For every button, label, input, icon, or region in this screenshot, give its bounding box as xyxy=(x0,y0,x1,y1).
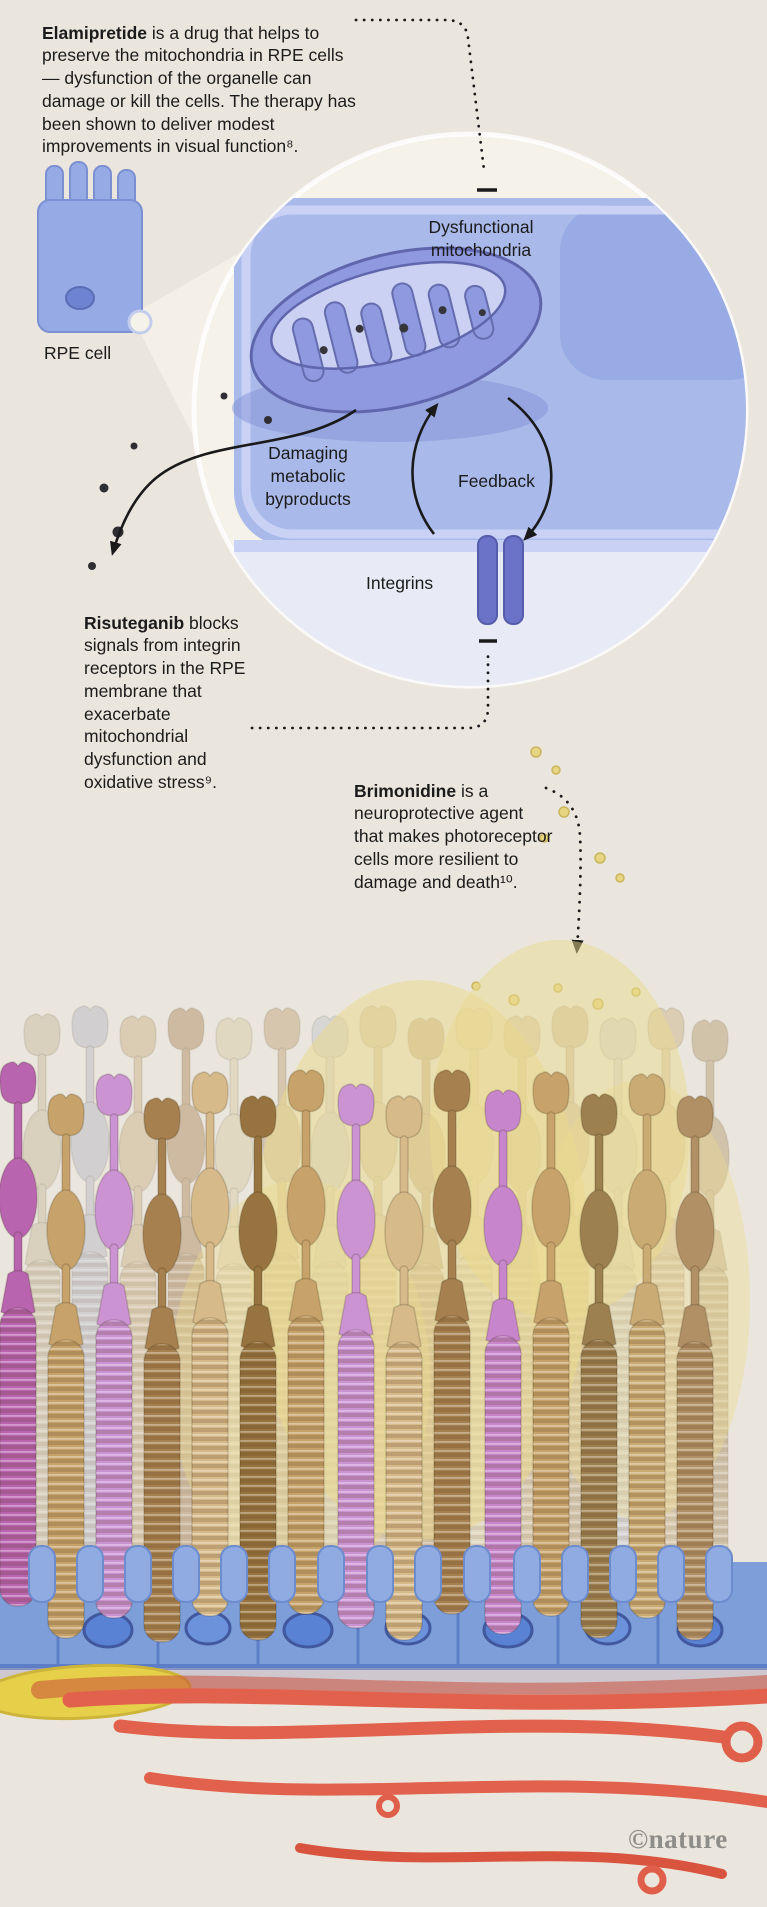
elamipretide-leader-dotted xyxy=(354,18,486,172)
integrin-pill xyxy=(477,535,498,625)
nature-credit: ©nature xyxy=(628,1824,728,1854)
rpe-bottom-edge xyxy=(0,1664,767,1670)
matrix-outline xyxy=(270,260,507,370)
label-damaging-byproducts: Damaging metabolic byproducts xyxy=(265,443,351,509)
rpe-crests xyxy=(28,1545,733,1603)
brimonidine-text: is a neuroprotective agent that makes ph… xyxy=(354,780,553,892)
rpe-cell-nucleus xyxy=(65,286,95,310)
label-integrins: Integrins xyxy=(366,573,434,593)
integrin-pill xyxy=(503,535,524,625)
blood-vessel xyxy=(62,1688,767,1710)
elamipretide-text: is a drug that helps to preserve the mit… xyxy=(42,22,356,157)
rpe-cell-small xyxy=(37,161,143,333)
cell-shading xyxy=(560,205,746,380)
blood-vessel xyxy=(113,1719,752,1747)
label-feedback: Feedback xyxy=(458,471,535,491)
blood-vessel xyxy=(295,1843,727,1879)
integrin-receptors xyxy=(477,535,524,625)
blood-vessel xyxy=(31,1675,767,1701)
byproducts-arrow xyxy=(110,408,357,556)
feedback-arrow-down xyxy=(507,396,553,541)
blood-vessel xyxy=(144,1772,767,1808)
risuteganib-annotation: Risuteganib blocks signals from integrin… xyxy=(84,612,252,794)
label-dysfunctional-mitochondria: Dysfunctional mitochondria xyxy=(428,217,534,260)
drug-name-risuteganib: Risuteganib xyxy=(84,612,185,633)
drug-name-brimonidine: Brimonidine xyxy=(354,780,457,801)
elamipretide-annotation: Elamipretide is a drug that helps to pre… xyxy=(42,22,364,159)
vessel-cross-section xyxy=(637,1865,667,1895)
vessel-cross-section xyxy=(376,1794,400,1818)
drug-name-elamipretide: Elamipretide xyxy=(42,22,148,43)
mitochondria xyxy=(249,246,543,414)
vessel-cross-section xyxy=(721,1721,763,1763)
zoom-circle-content xyxy=(194,198,746,686)
zoom-origin-circle xyxy=(127,309,153,335)
rpe-cell-body xyxy=(37,199,143,333)
blood-vessels xyxy=(31,1675,767,1895)
cell-membrane-border xyxy=(241,205,746,539)
byproduct-dots-inside xyxy=(319,306,486,355)
label-rpe-cell: RPE cell xyxy=(44,343,112,363)
brimonidine-arrow-dotted xyxy=(544,786,584,954)
brimonidine-annotation: Brimonidine is a neuroprotective agent t… xyxy=(354,780,554,894)
risuteganib-text: blocks signals from integrin receptors i… xyxy=(84,612,246,792)
feedback-arrow-up xyxy=(411,402,439,535)
basal-membrane-band xyxy=(234,540,746,552)
